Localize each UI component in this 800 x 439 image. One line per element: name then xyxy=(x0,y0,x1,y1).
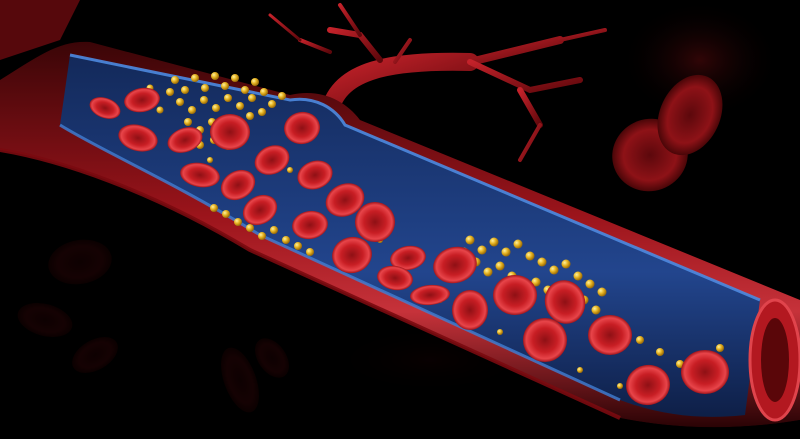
red-blood-cells xyxy=(89,87,729,406)
capillary-branch xyxy=(268,3,607,162)
